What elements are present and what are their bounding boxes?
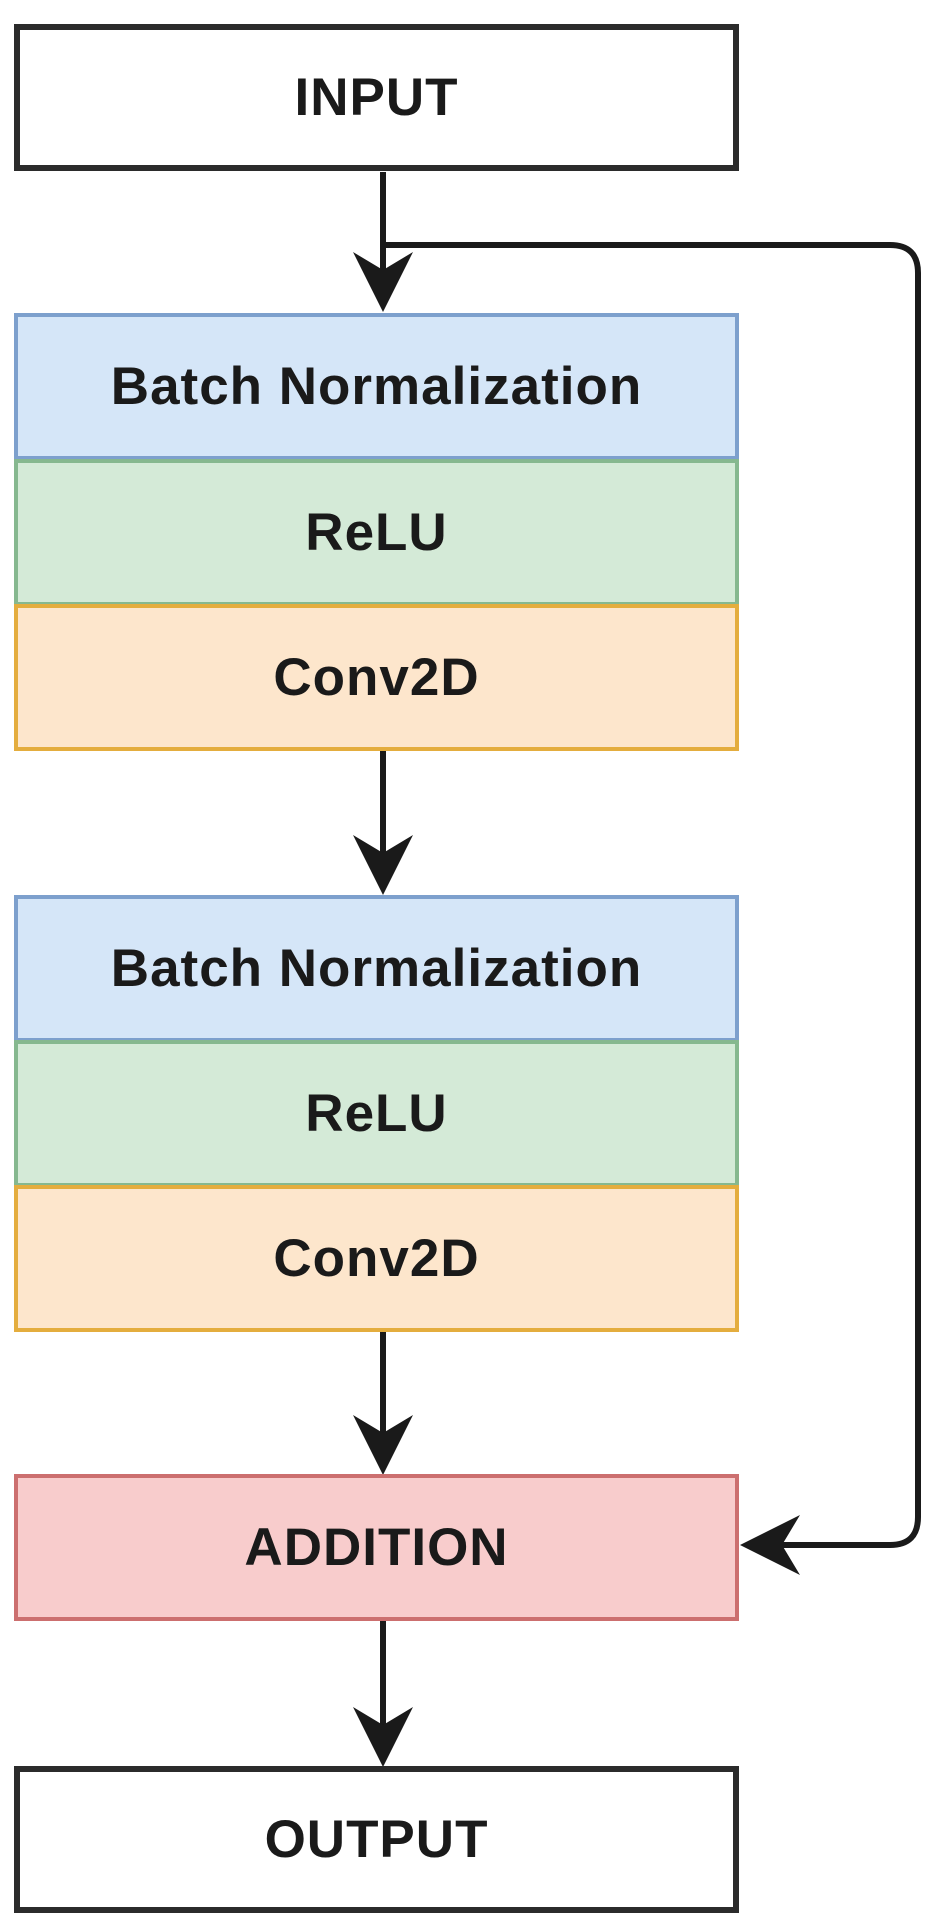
output-node: OUTPUT: [14, 1766, 739, 1913]
block2-conv2d-label: Conv2D: [273, 1229, 480, 1288]
block1-conv2d: Conv2D: [14, 604, 739, 751]
block1-relu-label: ReLU: [305, 503, 448, 562]
addition-node: ADDITION: [14, 1474, 739, 1621]
block2-batch-normalization: Batch Normalization: [14, 895, 739, 1042]
block1-batch-normalization-label: Batch Normalization: [110, 357, 643, 416]
skip-connection-arrow: [383, 242, 921, 1575]
addition-label: ADDITION: [244, 1518, 509, 1577]
block2-relu: ReLU: [14, 1040, 739, 1187]
block1-batch-normalization: Batch Normalization: [14, 313, 739, 460]
block2-relu-label: ReLU: [305, 1084, 448, 1143]
block1-relu: ReLU: [14, 459, 739, 606]
output-label: OUTPUT: [264, 1810, 489, 1869]
input-label: INPUT: [294, 68, 459, 127]
input-node: INPUT: [14, 24, 739, 171]
block2-conv2d: Conv2D: [14, 1185, 739, 1332]
block1-conv2d-label: Conv2D: [273, 648, 480, 707]
block2-batch-normalization-label: Batch Normalization: [110, 939, 643, 998]
